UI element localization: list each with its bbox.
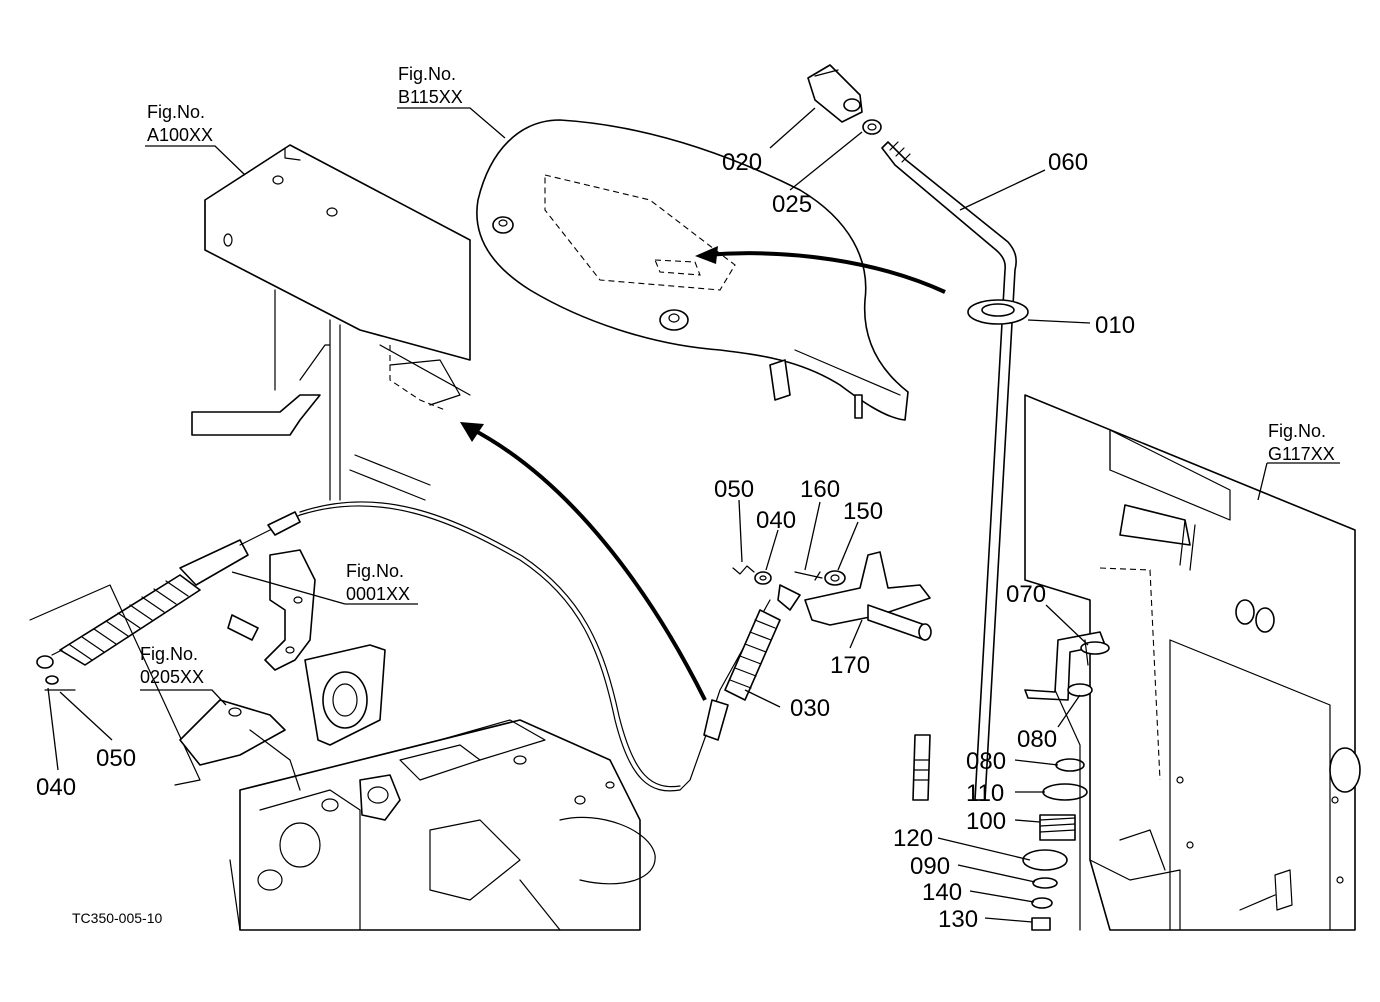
callout-010: 010 (1095, 312, 1135, 339)
figure-ref-number: B115XX (398, 87, 463, 107)
callout-090: 090 (910, 853, 950, 880)
figure-ref-a100: Fig.No. A100XX (147, 102, 213, 145)
callout-100: 100 (966, 808, 1006, 835)
arrow-cable-to-frame-head (460, 422, 484, 442)
bracket-070-drawing (1022, 631, 1110, 931)
callout-060: 060 (1048, 149, 1088, 176)
engine-housing-drawing (179, 549, 656, 931)
callout-070: 070 (1006, 581, 1046, 608)
arrow-grommet-to-cover-head (695, 246, 718, 264)
left-cable-boot-drawing (29, 511, 301, 786)
callout-160: 160 (800, 476, 840, 503)
figure-ref-label: Fig.No. (147, 102, 205, 122)
frame-g117-drawing (1024, 394, 1361, 931)
callout-120: 120 (893, 825, 933, 852)
callout-050-upper: 050 (714, 476, 754, 503)
figure-ref-label: Fig.No. (140, 644, 198, 664)
figure-ref-label: Fig.No. (1268, 421, 1326, 441)
drawing-id: TC350-005-10 (72, 910, 162, 926)
lever-assembly-drawing (807, 64, 1017, 801)
figure-ref-0205: Fig.No. 0205XX (140, 644, 204, 687)
grommet-010-drawing (967, 299, 1029, 325)
arrow-grommet-to-cover (704, 251, 946, 294)
callout-050-lower: 050 (96, 745, 136, 772)
figure-ref-number: 0001XX (346, 584, 410, 604)
callout-040-lower: 040 (36, 774, 76, 801)
figure-ref-0001: Fig.No. 0001XX (346, 561, 410, 604)
frame-a100-drawing (191, 144, 471, 501)
cover-b115-drawing (476, 119, 909, 421)
callout-140: 140 (922, 879, 962, 906)
clip-040-050-drawing (732, 565, 772, 585)
figure-ref-label: Fig.No. (346, 561, 404, 581)
callout-040-upper: 040 (756, 507, 796, 534)
figure-ref-number: G117XX (1268, 444, 1335, 464)
callout-080-upper: 080 (1017, 726, 1057, 753)
figure-ref-number: A100XX (147, 125, 213, 145)
callout-025: 025 (772, 191, 812, 218)
figure-ref-g117: Fig.No. G117XX (1268, 421, 1335, 464)
figure-ref-b115: Fig.No. B115XX (398, 64, 463, 107)
callout-020: 020 (722, 149, 762, 176)
callout-080-lower: 080 (966, 748, 1006, 775)
leader-lines (47, 107, 1340, 923)
callout-030: 030 (790, 695, 830, 722)
arrow-cable-to-frame (469, 426, 707, 701)
callout-150: 150 (843, 498, 883, 525)
callout-130: 130 (938, 906, 978, 933)
figure-ref-label: Fig.No. (398, 64, 456, 84)
pivot-170-drawing (794, 551, 932, 641)
figure-ref-number: 0205XX (140, 667, 204, 687)
callout-110: 110 (966, 780, 1004, 807)
cable-030-drawing (679, 584, 801, 791)
cable-route-line (299, 505, 681, 792)
callout-170: 170 (830, 652, 870, 679)
